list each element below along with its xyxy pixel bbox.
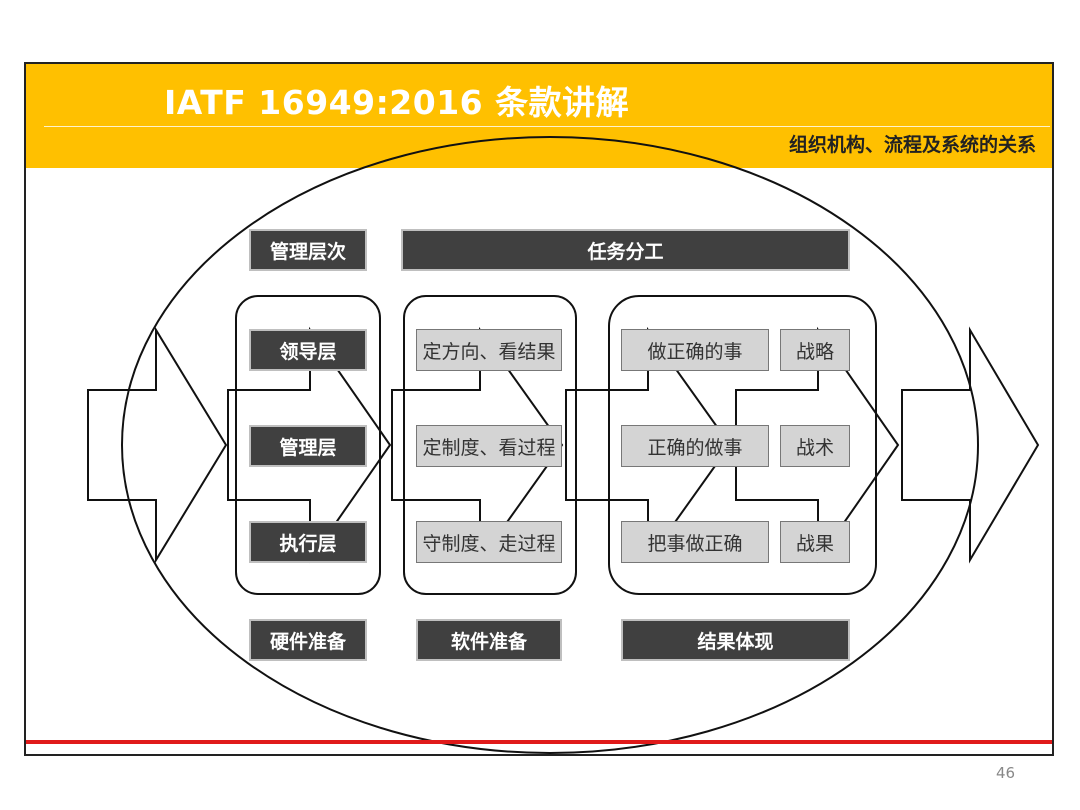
flow-arrow-2 <box>227 326 392 564</box>
header-band <box>26 64 1052 168</box>
header-task-division: 任务分工 <box>401 229 850 271</box>
result-right-things: 做正确的事 <box>621 329 769 371</box>
footer-hardware: 硬件准备 <box>249 619 367 661</box>
tactics-box: 战术 <box>780 425 850 467</box>
flow-arrow-4 <box>565 326 732 564</box>
level-execution: 执行层 <box>249 521 367 563</box>
footer-red-line <box>26 740 1052 744</box>
strategy-box: 战略 <box>780 329 850 371</box>
page-number: 46 <box>996 764 1016 782</box>
slide-title: IATF 16949:2016 条款讲解 <box>164 83 630 122</box>
outcome-box: 战果 <box>780 521 850 563</box>
slide-subtitle: 组织机构、流程及系统的关系 <box>788 134 1036 156</box>
flow-arrow-3 <box>391 326 564 564</box>
result-do-right: 正确的做事 <box>621 425 769 467</box>
level-leadership: 领导层 <box>249 329 367 371</box>
enclosing-ellipse <box>121 136 979 754</box>
flow-arrow-6 <box>901 326 1040 564</box>
flow-arrow-1 <box>87 326 228 564</box>
group-levels <box>235 295 381 595</box>
duty-system: 定制度、看过程 <box>416 425 562 467</box>
duty-follow: 守制度、走过程 <box>416 521 562 563</box>
level-management: 管理层 <box>249 425 367 467</box>
footer-software: 软件准备 <box>416 619 562 661</box>
group-duties <box>403 295 577 595</box>
header-management-levels: 管理层次 <box>249 229 367 271</box>
group-results <box>608 295 877 595</box>
result-do-correctly: 把事做正确 <box>621 521 769 563</box>
footer-outcome: 结果体现 <box>621 619 850 661</box>
flow-arrow-5 <box>735 326 900 564</box>
header-divider <box>44 126 1050 127</box>
duty-direction: 定方向、看结果 <box>416 329 562 371</box>
